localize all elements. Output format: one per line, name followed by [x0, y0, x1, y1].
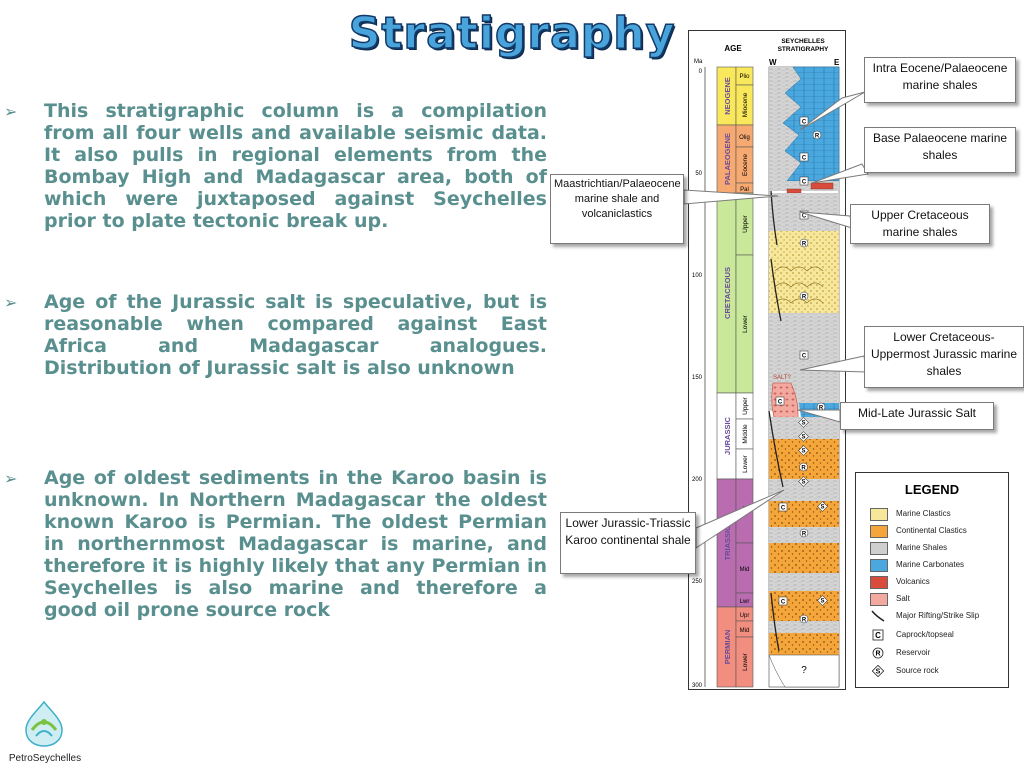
tick-100: 100 [692, 273, 703, 279]
marker-source: S [820, 505, 824, 511]
epoch-plio: Plio [739, 74, 750, 80]
tick-150: 150 [692, 375, 703, 381]
slide-title: Stratigraphy [0, 7, 1024, 60]
legend: LEGEND Marine Clastics Continental Clast… [855, 472, 1009, 688]
epoch-eocene: Eocene [742, 154, 749, 176]
marker-caprock: C [802, 156, 807, 162]
epoch-tri-mid: Mid [740, 567, 750, 573]
west-label: W [769, 58, 777, 67]
epoch-cret-upper: Upper [742, 214, 749, 233]
callout-intra-eocene: Intra Eocene/Palaeocene marine shales [864, 57, 1016, 103]
caprock-icon: C [872, 629, 884, 641]
period-triassic: TRIASSIC [723, 525, 732, 561]
epoch-olig: Olig [739, 135, 750, 141]
period-jurassic: JURASSIC [723, 416, 732, 455]
callout-lower-cretaceous: Lower Cretaceous-Uppermost Jurassic mari… [864, 326, 1024, 388]
epoch-jur-middle: Middle [742, 424, 749, 444]
legend-swatch [870, 542, 888, 555]
arrow-bullet-icon: ➢ [4, 469, 18, 488]
callout-upper-cretaceous: Upper Cretaceous marine shales [850, 204, 990, 244]
epoch-pal: Pal [740, 187, 749, 193]
tick-300: 300 [692, 683, 703, 689]
period-cretaceous: CRETACEOUS [723, 267, 732, 319]
marker-source: S [801, 449, 805, 455]
svg-text:C: C [875, 631, 881, 640]
epoch-perm-lower: Lower [742, 652, 749, 671]
period-palaeogene: PALAEOGENE [723, 133, 732, 185]
marker-reservoir: R [802, 242, 807, 248]
epoch-tri-upr: Upr [742, 505, 749, 516]
epoch-miocene: Miocene [742, 92, 749, 117]
epoch-perm-mid: Mid [740, 628, 750, 634]
salt-label: SALT? [773, 375, 792, 381]
stratigraphic-column-graphic: AGE SEYCHELLES STRATIGRAPHY W E Ma 0 50 … [692, 38, 840, 689]
arrow-bullet-icon: ➢ [4, 293, 18, 312]
callout-base-palaeocene: Base Palaeocene marine shales [864, 127, 1016, 173]
bullet-text: This stratigraphic column is a compilati… [44, 100, 547, 232]
fault-icon [871, 610, 885, 622]
marker-caprock: C [802, 120, 807, 126]
svg-text:R: R [875, 651, 880, 658]
marker-reservoir: R [802, 532, 807, 538]
epoch-cret-lower: Lower [742, 314, 749, 333]
marker-source: S [801, 480, 805, 486]
marker-caprock: C [802, 180, 807, 186]
epoch-jur-lower: Lower [742, 454, 749, 473]
logo-caption: PetroSeychelles [8, 753, 82, 764]
petroseychelles-logo-icon [25, 700, 63, 747]
callout-salt: Mid-Late Jurassic Salt [840, 402, 994, 430]
strat-header-1: SEYCHELLES [781, 38, 825, 45]
marker-reservoir: R [815, 134, 820, 140]
ma-label: Ma [694, 59, 703, 65]
tick-50: 50 [695, 171, 702, 177]
tick-0: 0 [699, 69, 703, 75]
legend-swatch [870, 593, 888, 606]
marker-caprock: C [781, 506, 786, 512]
epoch-tri-lwr: Lwr [740, 599, 750, 605]
callout-maastrichtian: Maastrichtian/Palaeocene marine shale an… [550, 174, 684, 244]
arrow-bullet-icon: ➢ [4, 102, 18, 121]
marker-source: S [801, 435, 805, 441]
callout-karoo: Lower Jurassic-Triassic Karoo continenta… [560, 512, 696, 574]
legend-swatch [870, 508, 888, 521]
period-permian: PERMIAN [723, 630, 732, 665]
svg-text:S: S [876, 669, 881, 676]
east-label: E [834, 58, 840, 67]
marker-caprock: C [802, 214, 807, 220]
reservoir-icon: R [872, 647, 884, 659]
slide-title-text: Stratigraphy [348, 7, 676, 60]
marker-reservoir: R [801, 466, 806, 472]
strat-header-2: STRATIGRAPHY [778, 46, 829, 53]
marker-caprock: C [802, 354, 807, 360]
tick-200: 200 [692, 477, 703, 483]
marker-reservoir: R [802, 295, 807, 301]
bullet-text: Age of oldest sediments in the Karoo bas… [44, 467, 547, 621]
epoch-jur-upper: Upper [742, 396, 749, 415]
marker-caprock: C [781, 600, 786, 606]
period-neogene: NEOGENE [723, 77, 732, 115]
marker-reservoir: R [819, 406, 824, 412]
epoch-perm-upr: Upr [740, 613, 750, 619]
legend-title: LEGEND [904, 482, 960, 497]
legend-swatch [870, 559, 888, 572]
source-rock-icon: S [871, 665, 885, 677]
unknown-mark: ? [801, 665, 807, 676]
tick-250: 250 [692, 579, 703, 585]
stratigraphic-column: AGE SEYCHELLES STRATIGRAPHY W E Ma 0 50 … [688, 30, 846, 690]
legend-swatch [870, 576, 888, 589]
marker-caprock: C [778, 400, 783, 406]
marker-source: S [801, 421, 805, 427]
age-header: AGE [724, 44, 742, 53]
marker-reservoir: R [802, 618, 807, 624]
bullet-text: Age of the Jurassic salt is speculative,… [44, 291, 547, 379]
legend-swatch [870, 525, 888, 538]
marker-source: S [820, 599, 824, 605]
